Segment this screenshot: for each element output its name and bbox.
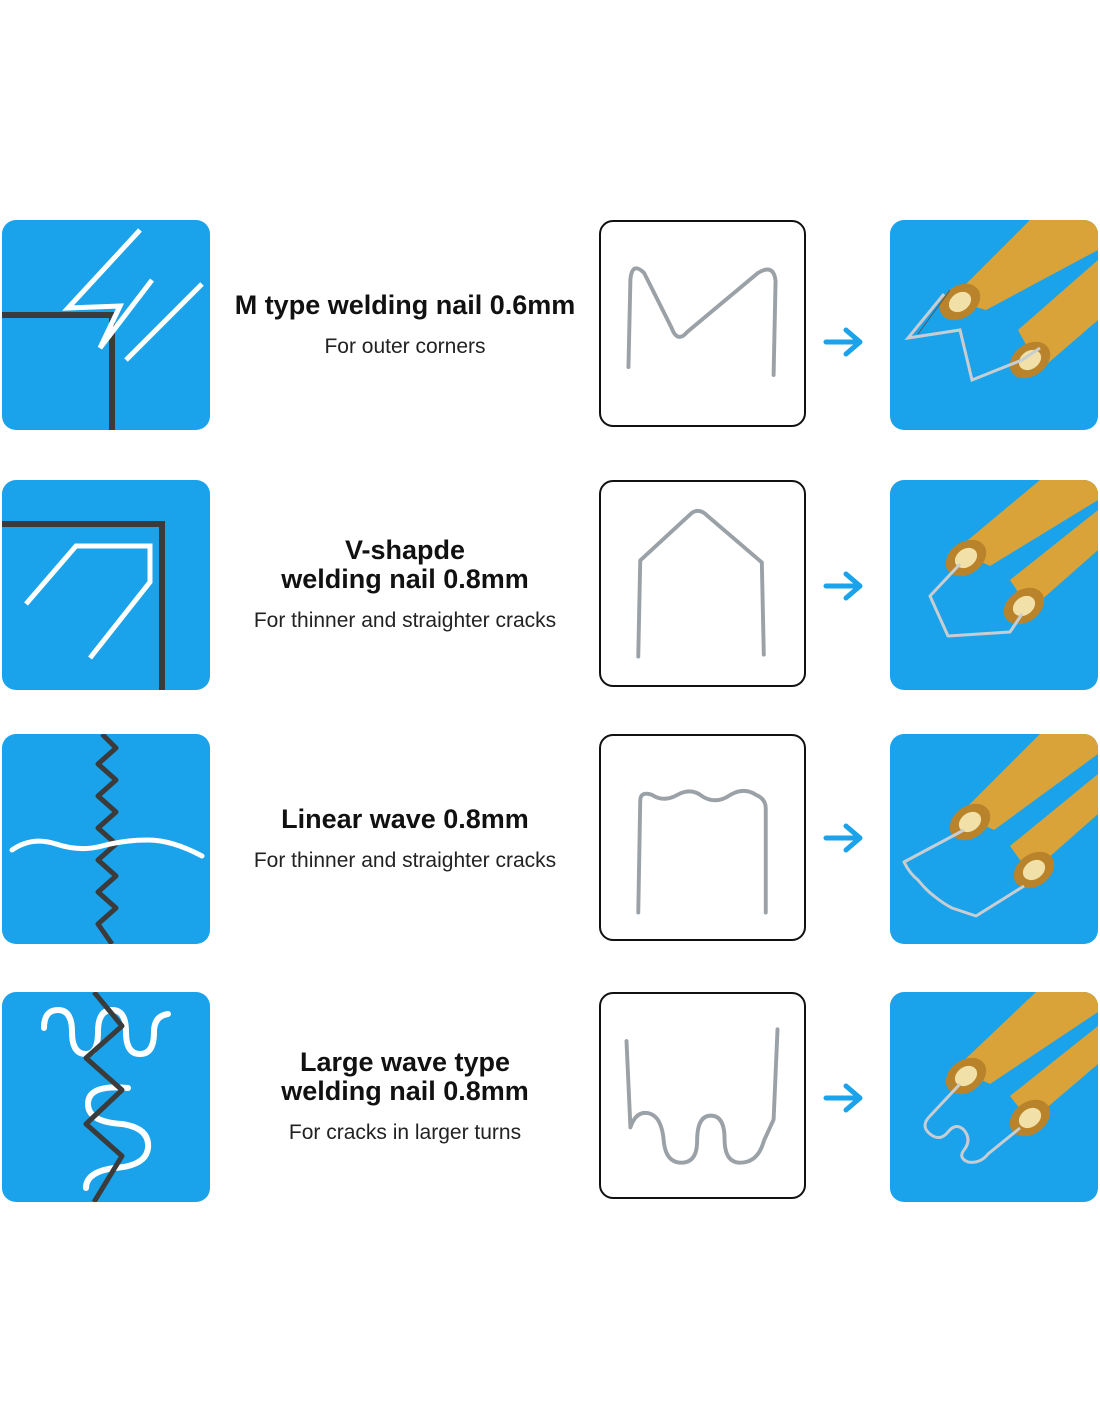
m-nail-icon	[599, 220, 806, 427]
nail-title: Linear wave 0.8mm	[281, 803, 529, 834]
outer-corner-crack-icon	[2, 220, 210, 430]
nail-title: M type welding nail 0.6mm	[234, 289, 576, 320]
nail-description: Linear wave 0.8mm For thinner and straig…	[212, 734, 598, 944]
nail-description: V-shapde welding nail 0.8mm For thinner …	[212, 480, 598, 690]
turning-crack-icon	[2, 992, 210, 1202]
arrow-icon	[822, 568, 866, 604]
nail-subtitle: For thinner and straighter cracks	[253, 848, 557, 872]
nail-subtitle: For thinner and straighter cracks	[253, 609, 557, 632]
m-nail-in-stapler-icon	[890, 220, 1098, 430]
arrow-icon	[822, 820, 866, 856]
nail-row-m: M type welding nail 0.6mm For outer corn…	[0, 220, 1100, 430]
straight-crack-icon	[2, 734, 210, 944]
arrow-icon	[822, 324, 866, 360]
nail-description: Large wave type welding nail 0.8mm For c…	[212, 992, 598, 1202]
inner-corner-crack-icon	[2, 480, 210, 690]
nail-title: V-shapde welding nail 0.8mm	[281, 535, 529, 594]
nail-subtitle: For outer corners	[324, 334, 486, 358]
large-wave-nail-icon	[599, 992, 806, 1199]
nail-row-v: V-shapde welding nail 0.8mm For thinner …	[0, 480, 1100, 690]
arrow-icon	[822, 1080, 866, 1116]
nail-subtitle: For cracks in larger turns	[288, 1121, 522, 1144]
v-nail-in-stapler-icon	[890, 480, 1098, 690]
nail-title: Large wave type welding nail 0.8mm	[281, 1047, 529, 1106]
v-nail-icon	[599, 480, 806, 687]
large-wave-nail-in-stapler-icon	[890, 992, 1098, 1202]
nail-row-linear-wave: Linear wave 0.8mm For thinner and straig…	[0, 734, 1100, 944]
linear-wave-nail-in-stapler-icon	[890, 734, 1098, 944]
nail-description: M type welding nail 0.6mm For outer corn…	[212, 220, 598, 430]
nail-row-large-wave: Large wave type welding nail 0.8mm For c…	[0, 992, 1100, 1202]
linear-wave-nail-icon	[599, 734, 806, 941]
